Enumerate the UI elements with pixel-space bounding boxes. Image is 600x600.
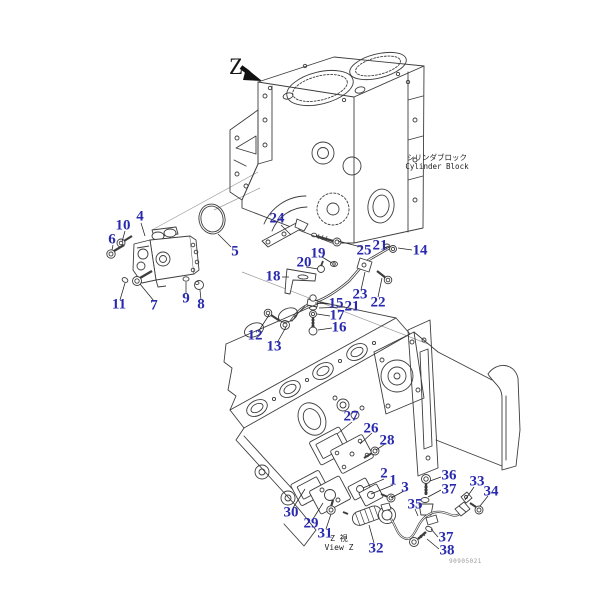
callout-24: 24 bbox=[269, 210, 285, 227]
fuel-pipe-assembly bbox=[263, 243, 397, 336]
callout-15: 15 bbox=[328, 295, 344, 312]
assembly-guide-lines bbox=[151, 171, 429, 345]
callout-30: 30 bbox=[283, 504, 299, 521]
callout-35: 35 bbox=[407, 496, 423, 513]
callout-12: 12 bbox=[247, 327, 263, 344]
view-z-caption-en: View Z bbox=[324, 543, 354, 552]
callout-19: 19 bbox=[310, 245, 326, 262]
bracket-and-bolt bbox=[261, 218, 342, 248]
callout-4: 4 bbox=[136, 208, 144, 225]
callout-5: 5 bbox=[231, 243, 239, 260]
callout-29: 29 bbox=[303, 515, 319, 532]
callout-11: 11 bbox=[111, 296, 127, 313]
callout-6: 6 bbox=[108, 231, 116, 248]
callout-21a: 21 bbox=[372, 237, 388, 254]
callout-18: 18 bbox=[265, 268, 281, 285]
view-direction-label: Z bbox=[228, 54, 244, 79]
callout-23: 23 bbox=[352, 286, 368, 303]
cylinder-block-label-jp: シリンダブロック bbox=[407, 153, 467, 162]
gasket-ring bbox=[198, 203, 226, 235]
callout-37a: 37 bbox=[441, 481, 457, 498]
callout-28: 28 bbox=[379, 432, 395, 449]
callout-36: 36 bbox=[441, 467, 457, 484]
callout-8: 8 bbox=[197, 296, 205, 313]
cylinder-block-label: シリンダブロック Cylinder Block bbox=[394, 153, 480, 171]
callout-10: 10 bbox=[115, 217, 131, 234]
callout-20: 20 bbox=[296, 254, 312, 271]
callout-17: 17 bbox=[329, 307, 345, 324]
callout-9: 9 bbox=[182, 290, 190, 307]
callout-16: 16 bbox=[331, 319, 347, 336]
drawing-code: 90905021 bbox=[449, 558, 482, 565]
sensor-harness-assembly bbox=[342, 474, 484, 547]
callout-38: 38 bbox=[439, 542, 455, 559]
callout-33: 33 bbox=[469, 473, 485, 490]
cylinder-block-bottom-view bbox=[223, 301, 521, 547]
callout-7: 7 bbox=[150, 297, 158, 314]
callout-2: 2 bbox=[380, 465, 388, 482]
covers-and-gaskets bbox=[290, 426, 396, 515]
callout-32: 32 bbox=[368, 540, 384, 557]
callout-14: 14 bbox=[412, 242, 428, 259]
callout-1: 1 bbox=[389, 472, 397, 489]
cylinder-block-top-view bbox=[229, 51, 425, 244]
callout-13: 13 bbox=[266, 338, 282, 355]
callout-26: 26 bbox=[363, 420, 379, 437]
view-z-caption-jp: Z 視 bbox=[330, 534, 348, 543]
cylinder-block-label-en: Cylinder Block bbox=[405, 162, 469, 171]
callout-22: 22 bbox=[370, 294, 386, 311]
view-direction-arrow-icon bbox=[239, 65, 262, 81]
view-z-caption: Z 視 View Z bbox=[316, 534, 362, 552]
callout-21b: 21 bbox=[344, 298, 360, 315]
callout-37b: 37 bbox=[438, 529, 454, 546]
callout-34: 34 bbox=[483, 483, 499, 500]
callout-3: 3 bbox=[401, 479, 409, 496]
leader-lines bbox=[111, 222, 489, 550]
pump-assembly bbox=[106, 226, 204, 290]
callout-27: 27 bbox=[343, 408, 359, 425]
callout-31: 31 bbox=[317, 525, 333, 542]
callout-25: 25 bbox=[356, 242, 372, 259]
